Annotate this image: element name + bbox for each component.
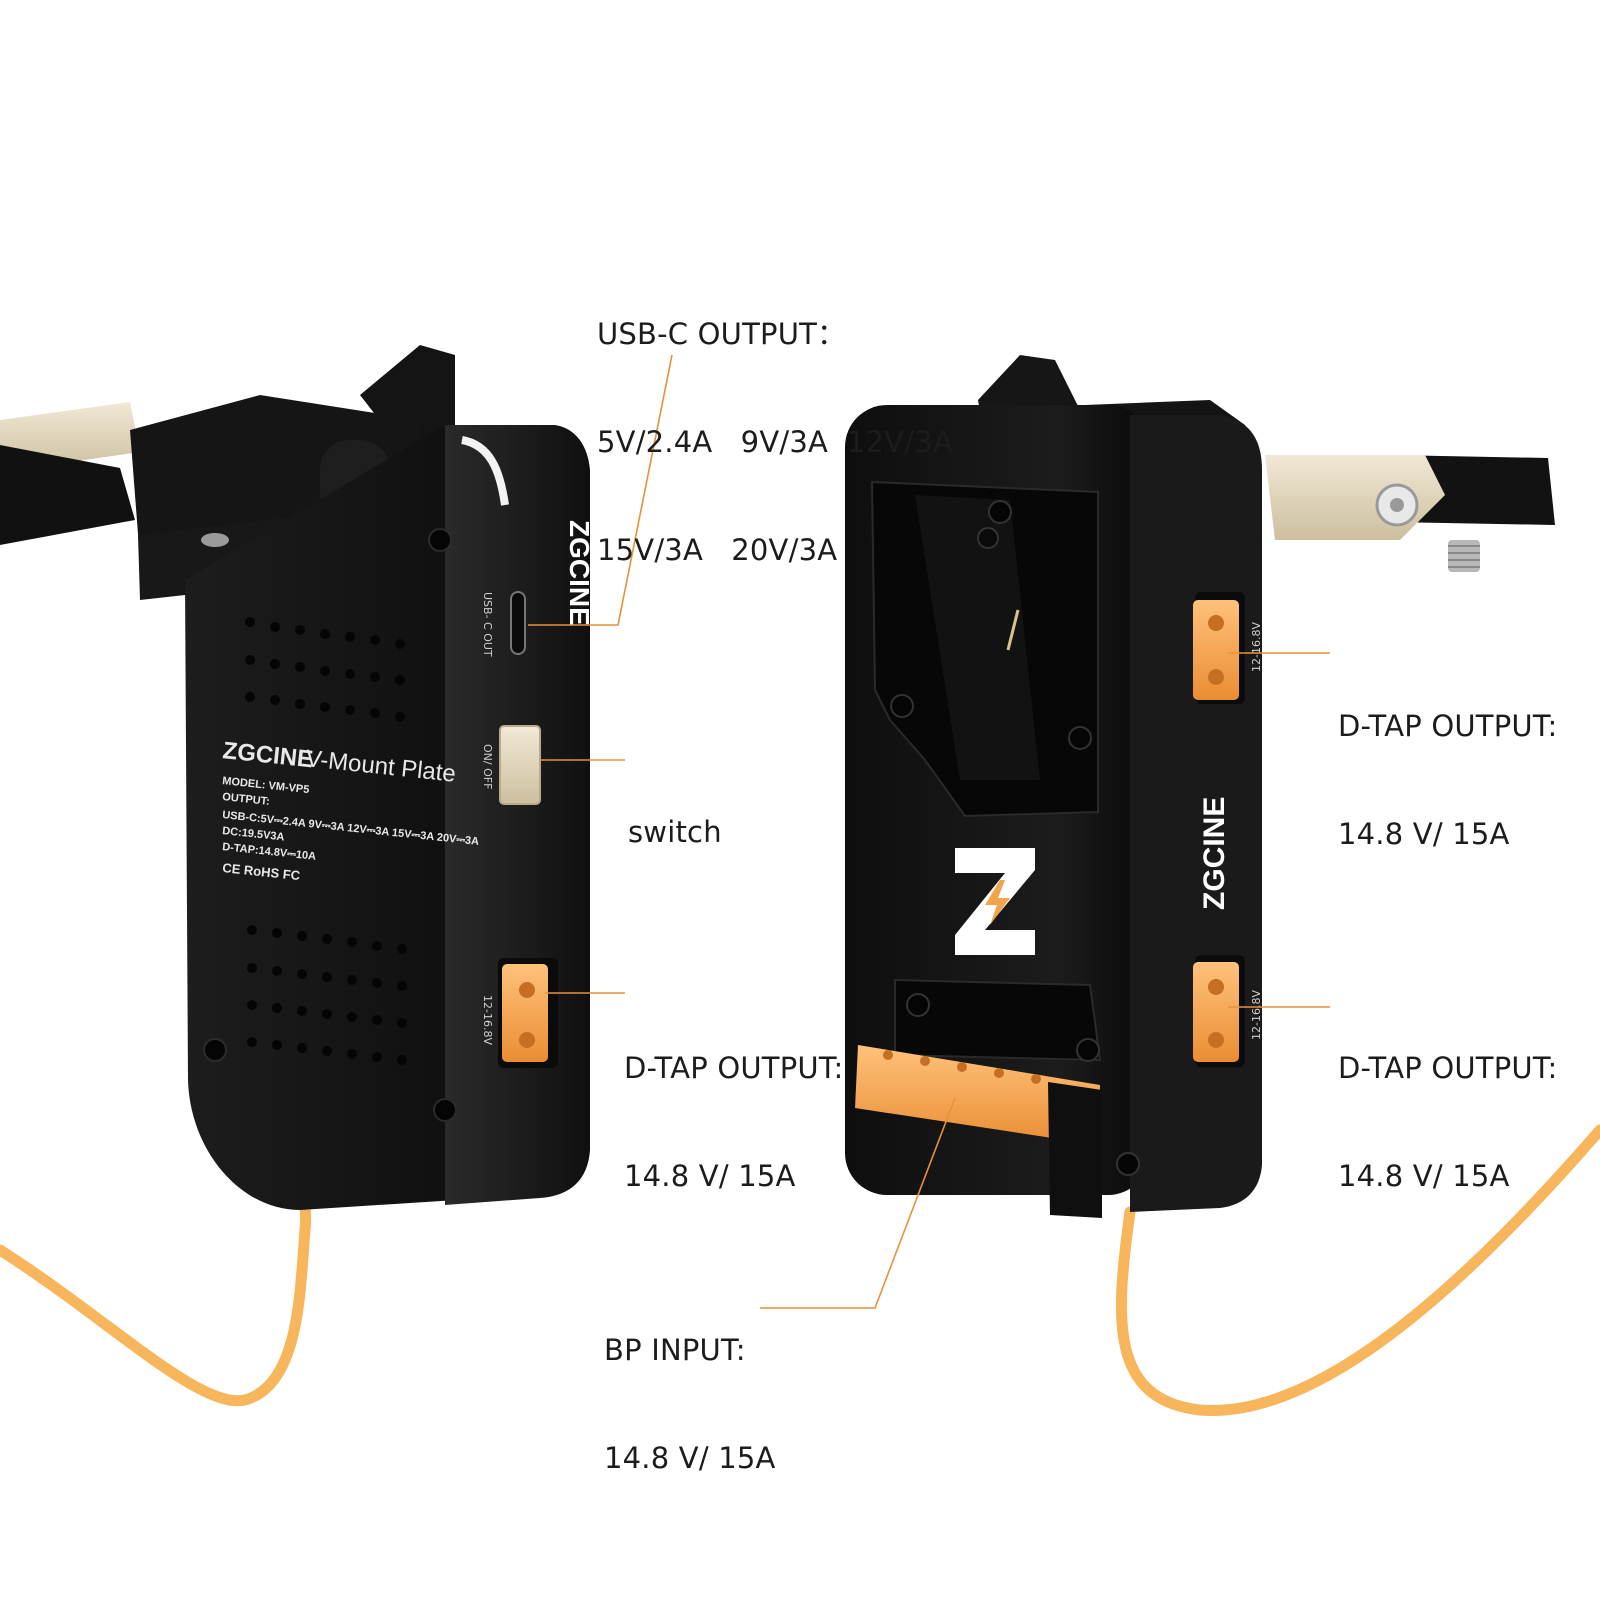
left-side-switch-label: ON/ OFF — [481, 744, 494, 789]
dtap-left-title: D-TAP OUTPUT: — [624, 1051, 844, 1085]
left-vent-holes-bottom — [247, 925, 407, 1065]
right-dtap-port-top[interactable] — [1193, 600, 1239, 700]
dtap-right-bottom-value: 14.8 V/ 15A — [1338, 1159, 1510, 1193]
left-device: ZGCINE V-Mount Plate MODEL: VM-VP5 OUTPU… — [0, 345, 595, 1210]
usbc-output-callout: USB-C OUTPUT： 5V/2.4A 9V/3A 12V/3A 15V/3… — [597, 244, 953, 604]
cable-right — [1116, 1124, 1600, 1416]
left-output-heading: OUTPUT: — [222, 791, 271, 808]
right-bp-input-connector[interactable] — [855, 1045, 1100, 1145]
left-side-usbc-label: USB- C OUT — [481, 592, 494, 657]
bp-input-callout: BP INPUT: 14.8 V/ 15A — [604, 1260, 776, 1512]
left-side-dtap-label: 12-16.8V — [481, 995, 494, 1045]
cable-left — [0, 1172, 312, 1407]
left-vent-holes-top — [245, 617, 405, 722]
switch-title: switch — [628, 815, 722, 849]
right-vmount-v-slope — [915, 495, 1040, 780]
dtap-right-top-callout: D-TAP OUTPUT: 14.8 V/ 15A — [1338, 636, 1558, 888]
right-side-dtap-label-bottom: 12-16.8V — [1250, 990, 1263, 1040]
right-device: ZGCINE 12-16.8V 12-16.8V — [845, 355, 1555, 1218]
usbc-output-line2: 15V/3A 20V/3A — [597, 533, 838, 567]
left-side-brand: ZGCINE — [564, 520, 595, 626]
right-vmount-screws — [890, 500, 1092, 750]
right-dtap-port-bottom[interactable] — [1193, 962, 1239, 1062]
left-clamp-screw — [201, 533, 229, 547]
usbc-output-line1: 5V/2.4A 9V/3A 12V/3A — [597, 425, 953, 459]
right-bottom-screws — [906, 993, 1140, 1176]
usbc-output-title: USB-C OUTPUT： — [597, 317, 847, 351]
callout-line-bp-input — [760, 1097, 956, 1309]
left-usbc-port[interactable] — [510, 591, 526, 655]
right-side-face — [1130, 415, 1262, 1212]
dtap-left-callout: D-TAP OUTPUT: 14.8 V/ 15A — [624, 978, 844, 1230]
bp-input-value: 14.8 V/ 15A — [604, 1441, 776, 1475]
switch-callout: switch — [628, 742, 722, 886]
left-dtap-port[interactable] — [502, 964, 548, 1062]
right-bp-input-housing — [1048, 1082, 1102, 1218]
right-side-dtap-label-top: 12-16.8V — [1250, 622, 1263, 672]
dtap-right-top-title: D-TAP OUTPUT: — [1338, 709, 1558, 743]
dtap-left-value: 14.8 V/ 15A — [624, 1159, 796, 1193]
dtap-right-bottom-callout: D-TAP OUTPUT: 14.8 V/ 15A — [1338, 978, 1558, 1230]
callout-lines — [528, 354, 1330, 1309]
left-white-stripe — [461, 436, 509, 506]
right-thread-screw — [1448, 540, 1480, 572]
right-z-logo — [955, 848, 1035, 955]
right-side-brand: ZGCINE — [1198, 797, 1231, 910]
callout-line-usbc — [528, 354, 673, 626]
left-power-switch[interactable] — [499, 725, 541, 805]
dtap-right-bottom-title: D-TAP OUTPUT: — [1338, 1051, 1558, 1085]
left-body-screws — [203, 528, 457, 1122]
dtap-right-top-value: 14.8 V/ 15A — [1338, 817, 1510, 851]
left-clamp-arm — [0, 445, 135, 545]
right-clamp-beige-arm — [1265, 455, 1445, 540]
right-bottom-plate — [894, 978, 1102, 1062]
bp-input-title: BP INPUT: — [604, 1333, 746, 1367]
